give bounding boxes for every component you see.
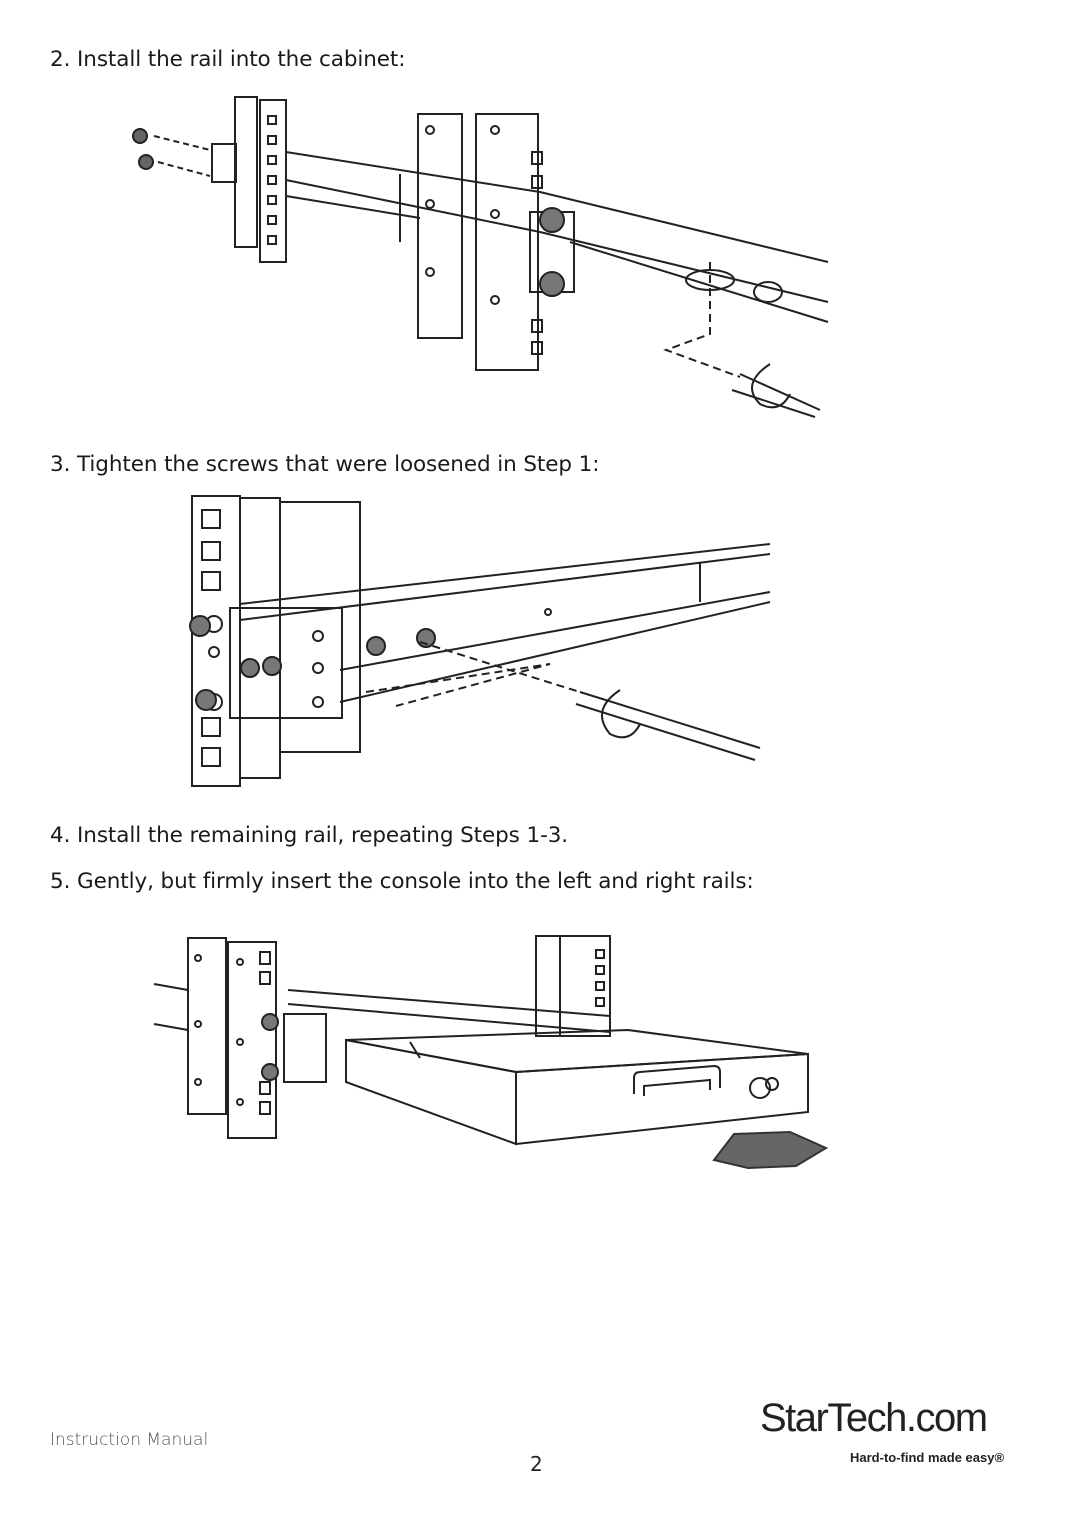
footer-doc-title: Instruction Manual <box>50 1430 209 1450</box>
illustration-insert-console <box>150 932 840 1180</box>
step-3-text: 3. Tighten the screws that were loosened… <box>50 452 600 477</box>
illustration-tighten-screws <box>180 492 780 792</box>
step-5-text: 5. Gently, but firmly insert the console… <box>50 869 754 894</box>
startech-logo: StarTech.com Hard-to-find made easy® <box>760 1396 1040 1476</box>
logo-name: StarTech.com <box>760 1396 988 1440</box>
illustration-install-rail <box>120 92 840 422</box>
step-4-text: 4. Install the remaining rail, repeating… <box>50 823 569 848</box>
logo-tagline: Hard-to-find made easy® <box>850 1450 1005 1465</box>
step-2-text: 2. Install the rail into the cabinet: <box>50 47 406 72</box>
page-number: 2 <box>530 1452 543 1476</box>
